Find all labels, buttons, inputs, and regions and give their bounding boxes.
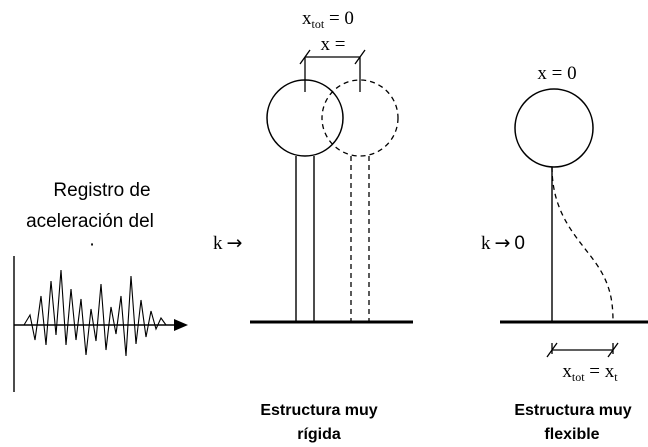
record-label-line1: Registro de — [53, 180, 150, 201]
rigid-k-arrow: → — [227, 232, 243, 254]
rigid-caption-line2: rígida — [297, 426, 341, 443]
rigid-caption-line1: Estructura muy — [260, 402, 377, 419]
flexible-xtot-x: x — [562, 361, 572, 382]
acceleration-waveform — [23, 269, 167, 357]
rigid-xtot-x: x — [302, 8, 312, 29]
flexible-xtot-label: xtot = xt — [562, 361, 618, 384]
flexible-xtot-sub2: t — [614, 370, 618, 384]
flexible-deformed-column — [551, 166, 614, 323]
flexible-xtot-sub: tot — [572, 370, 585, 384]
flexible-mass — [514, 88, 594, 168]
rigid-xtot-rest: = 0 — [324, 8, 354, 29]
flexible-k-label: k→0 — [481, 232, 525, 254]
flexible-displacement-bracket — [546, 342, 619, 358]
rigid-xtot-sub: tot — [312, 17, 325, 31]
flexible-k-arrow: → — [495, 232, 511, 254]
flexible-x-label: x = 0 — [537, 63, 576, 84]
flexible-k-value: 0 — [514, 233, 525, 254]
rigid-k-label: k→ — [213, 232, 242, 254]
rigid-displacement-bracket — [299, 49, 366, 92]
flexible-caption-line2: flexible — [544, 426, 599, 443]
flexible-structure: x = 0 xtot = xt k→0 Estructura muy flexi… — [481, 63, 648, 443]
record-label-line3-partial: · — [89, 234, 95, 255]
rigid-k: k — [213, 233, 223, 254]
acceleration-record: Registro de aceleración del · — [13, 180, 188, 392]
rigid-x-label: x = — [321, 34, 346, 55]
rigid-mass-original — [266, 79, 344, 157]
rigid-structure: xtot = 0 x = k→ Estructura muy rígida — [213, 8, 413, 443]
record-axis-arrowhead — [174, 319, 188, 331]
rigid-mass-displaced — [321, 79, 399, 157]
flexible-k: k — [481, 233, 491, 254]
flexible-caption-line1: Estructura muy — [514, 402, 631, 419]
record-label-line2: aceleración del — [26, 211, 154, 232]
flexible-xtot-mid: = x — [585, 361, 615, 382]
rigid-xtot-label: xtot = 0 — [302, 8, 354, 31]
